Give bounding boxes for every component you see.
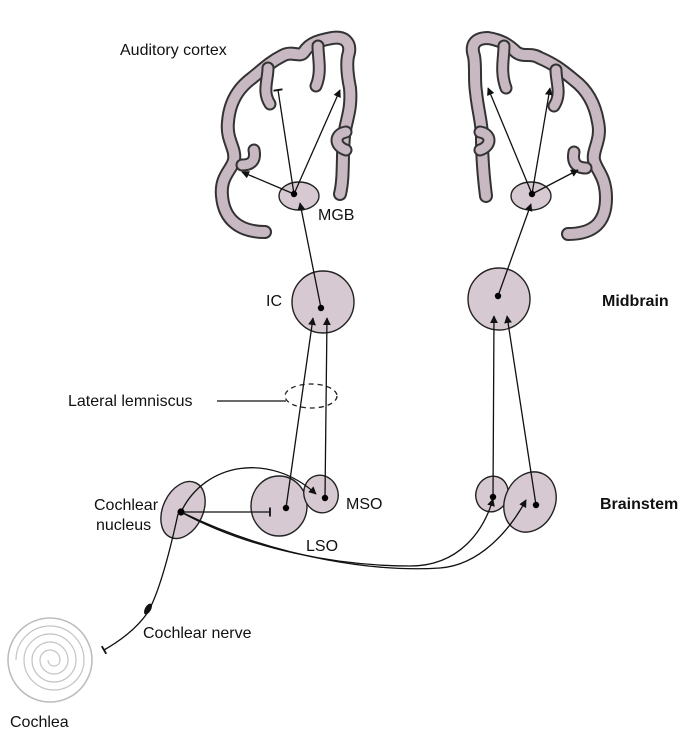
left-ic-nucleus <box>292 271 354 333</box>
auditory-cortex-label: Auditory cortex <box>120 42 227 59</box>
cochlear-nerve-label: Cochlear nerve <box>143 625 252 642</box>
cochlea-label: Cochlea <box>10 714 69 731</box>
ic-label: IC <box>266 293 282 310</box>
mso-label: MSO <box>346 496 382 513</box>
midbrain-label: Midbrain <box>602 293 669 310</box>
cell-bodies <box>177 191 539 516</box>
lso-label: LSO <box>306 538 338 555</box>
left-mgb-nucleus <box>279 182 319 210</box>
left-lso-nucleus <box>251 476 307 536</box>
cochlear-nucleus-label-line1: Cochlear <box>94 497 159 514</box>
mgb-label: MGB <box>318 207 354 224</box>
lateral-lemniscus-outline <box>285 384 337 408</box>
cochlear-nucleus-label-line2: nucleus <box>96 517 151 534</box>
cochlea <box>8 618 92 702</box>
lateral-lemniscus-label: Lateral lemniscus <box>68 393 193 410</box>
brainstem-label: Brainstem <box>600 496 678 513</box>
right-lso-nucleus <box>494 463 566 540</box>
